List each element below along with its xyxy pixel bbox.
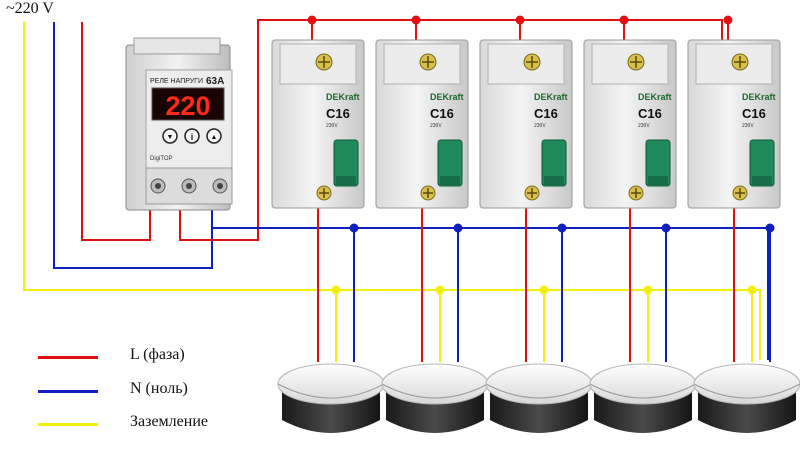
neutral-bus-wire xyxy=(212,227,769,360)
legend-phase-label: L (фаза) xyxy=(130,346,185,363)
ground-junction-dot xyxy=(331,285,341,295)
relay-terminals xyxy=(145,167,233,205)
neutral-junction-dot xyxy=(557,223,567,233)
voltage-relay: РЕЛЕ НАПРУГИ 63A 220 ▼ i ▲ DigiTOP xyxy=(125,37,233,211)
supply-voltage-label: ~220 V xyxy=(6,0,54,17)
breaker-rating: C16 xyxy=(430,106,454,121)
relay-output-phase-wire xyxy=(179,19,723,241)
neutral-junction-dot xyxy=(765,223,775,233)
lamps xyxy=(277,363,800,433)
junctions xyxy=(307,15,775,295)
legend-phase-swatch xyxy=(38,356,98,359)
relay-rating: 63A xyxy=(206,76,224,87)
breaker-rating: C16 xyxy=(742,106,766,121)
breaker-brand: DEKraft xyxy=(430,92,464,102)
breaker-voltage: 230V xyxy=(638,123,650,129)
ground-junction-dot xyxy=(747,285,757,295)
relay-display-value: 220 xyxy=(165,91,210,121)
relay-up-button[interactable]: ▲ xyxy=(206,128,222,144)
ground-junction-dot xyxy=(435,285,445,295)
breaker-voltage: 230V xyxy=(430,123,442,129)
breaker-rating: C16 xyxy=(534,106,558,121)
breaker-rating: C16 xyxy=(326,106,350,121)
legend-ground-swatch xyxy=(38,423,98,426)
neutral-junction-dot xyxy=(453,223,463,233)
relay-down-icon: ▼ xyxy=(167,134,174,141)
relay-info-button[interactable]: i xyxy=(184,128,200,144)
breaker-brand: DEKraft xyxy=(534,92,568,102)
legend-neutral-label: N (ноль) xyxy=(130,380,188,397)
supply-neutral-wire xyxy=(53,22,213,269)
neutral-junction-dot xyxy=(661,223,671,233)
ceiling-downlight-icon xyxy=(485,363,593,433)
supply-ground-wire xyxy=(23,22,761,360)
breaker-brand: DEKraft xyxy=(638,92,672,102)
breaker-voltage: 230V xyxy=(534,123,546,129)
ceiling-downlight-icon xyxy=(381,363,489,433)
relay-title: РЕЛЕ НАПРУГИ xyxy=(150,78,203,85)
relay-up-icon: ▲ xyxy=(211,134,218,141)
ceiling-downlight-icon xyxy=(277,363,385,433)
relay-info-icon: i xyxy=(191,132,194,142)
ground-junction-dot xyxy=(643,285,653,295)
neutral-junction-dot xyxy=(349,223,359,233)
breaker-voltage: 230V xyxy=(326,123,338,129)
relay-display xyxy=(151,87,225,121)
ceiling-downlight-icon xyxy=(693,363,800,433)
breaker-brand: DEKraft xyxy=(742,92,776,102)
relay-down-button[interactable]: ▼ xyxy=(162,128,178,144)
legend-ground-label: Заземление xyxy=(130,413,208,430)
breaker-brand: DEKraft xyxy=(326,92,360,102)
supply-phase-wire xyxy=(81,22,151,241)
ceiling-downlight-icon xyxy=(589,363,697,433)
legend-neutral-swatch xyxy=(38,390,98,393)
breaker-voltage: 230V xyxy=(742,123,754,129)
breaker-rating: C16 xyxy=(638,106,662,121)
relay-brand: DigiTOP xyxy=(150,156,173,162)
ground-junction-dot xyxy=(539,285,549,295)
branch-wires xyxy=(317,208,771,362)
